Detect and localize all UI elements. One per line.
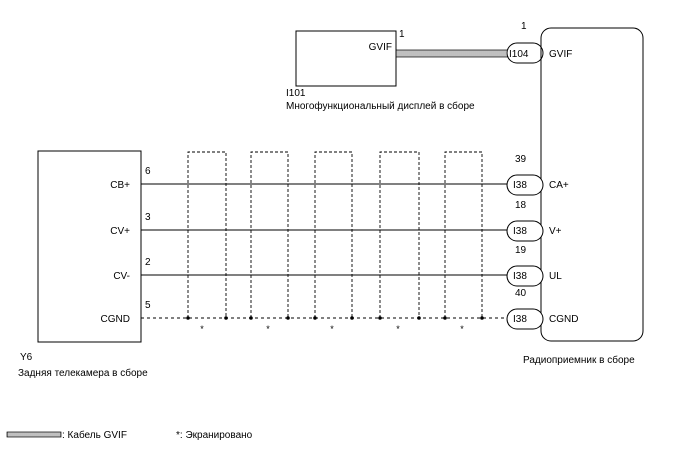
radio-pin-number: 39 <box>515 154 527 165</box>
camera-pin-label: CB+ <box>110 180 130 191</box>
radio-pin-label: CA+ <box>549 180 569 191</box>
shield-ground-dot <box>224 316 228 320</box>
radio-connector <box>506 220 544 242</box>
radio-pin-number: 18 <box>515 200 527 211</box>
shield-ground-dot <box>480 316 484 320</box>
display-gvif-pin-label: GVIF <box>369 42 392 53</box>
camera-pin-label: CV+ <box>110 226 130 237</box>
shield-ground-dot <box>443 316 447 320</box>
gvif-connector-id: I104 <box>509 49 529 60</box>
shield-frame <box>187 151 227 318</box>
shield-mark: * <box>266 324 270 334</box>
radio-connector <box>506 174 544 196</box>
display-name: Многофункциональный дисплей в сборе <box>286 100 475 112</box>
camera-pin-number: 6 <box>145 166 151 177</box>
radio-pin-number: 40 <box>515 288 527 299</box>
camera-name: Задняя телекамера в сборе <box>18 367 148 379</box>
legend-gvif-cable: : Кабель GVIF <box>6 429 127 441</box>
shield-mark: * <box>330 324 334 334</box>
wire-cb-plus: CB+ 6 I38 39 CA+ <box>110 154 569 196</box>
gvif-radio-pin-number: 1 <box>521 21 527 32</box>
camera-pin-number: 5 <box>145 300 151 311</box>
camera-pin-number: 3 <box>145 212 151 223</box>
camera-pin-label: CGND <box>101 314 130 325</box>
camera-pin-label: CV- <box>113 271 130 282</box>
wire-cv-plus: CV+ 3 I38 18 V+ <box>110 200 562 242</box>
shield-ground-dot <box>249 316 253 320</box>
shield-frame <box>379 151 420 318</box>
shield-mark: * <box>200 324 204 334</box>
shield-ground-dot <box>417 316 421 320</box>
shield-frame <box>314 151 353 318</box>
display-pin-number: 1 <box>399 29 405 40</box>
radio-connector-id: I38 <box>513 226 527 237</box>
shield-frame <box>444 151 483 318</box>
shield-ground-dot <box>350 316 354 320</box>
radio-name: Радиоприемник в сборе <box>523 354 635 366</box>
radio-pin-label: CGND <box>549 314 578 325</box>
wire-cv-minus: CV- 2 I38 19 UL <box>113 245 562 287</box>
radio-connector-id: I38 <box>513 180 527 191</box>
legend-shield-label: *: Экранировано <box>176 430 253 441</box>
wire-cgnd: CGND 5 I38 40 CGND <box>101 288 578 330</box>
radio-pin-label: UL <box>549 271 562 282</box>
shield-mark: * <box>460 324 464 334</box>
radio-gvif-pin-label: GVIF <box>549 49 572 60</box>
radio-connector <box>506 308 544 330</box>
camera-box <box>37 150 142 343</box>
display-connector-id: I101 <box>286 88 306 99</box>
camera-connector-id: Y6 <box>20 352 33 363</box>
display-box <box>295 30 397 87</box>
radio-pin-number: 19 <box>515 245 527 256</box>
radio-pin-label: V+ <box>549 226 562 237</box>
shield-ground-dot <box>313 316 317 320</box>
shield-ground-dot <box>378 316 382 320</box>
shield-ground-dot <box>286 316 290 320</box>
gvif-radio-connector <box>506 42 544 64</box>
radio-connector <box>506 265 544 287</box>
radio-connector-id: I38 <box>513 314 527 325</box>
shield-frames <box>187 151 483 318</box>
gvif-cable <box>395 49 509 58</box>
shield-frame <box>250 151 289 318</box>
shield-ground-dots <box>186 316 484 320</box>
legend-cable-label: : Кабель GVIF <box>62 429 127 441</box>
radio-connector-id: I38 <box>513 271 527 282</box>
shield-mark: * <box>396 324 400 334</box>
camera-pin-number: 2 <box>145 257 151 268</box>
shield-ground-dot <box>186 316 190 320</box>
